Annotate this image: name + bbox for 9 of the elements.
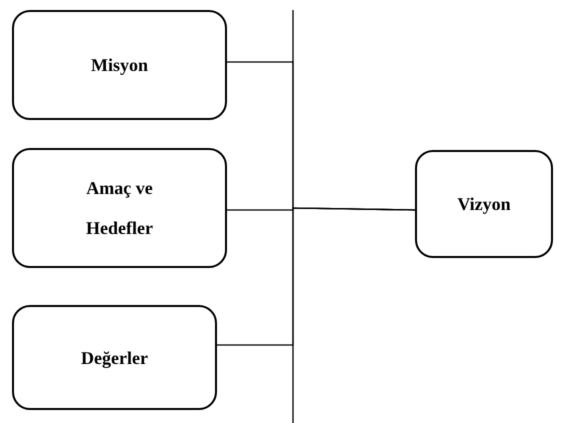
box-label: Vizyon (457, 193, 511, 216)
rounded-box (12, 148, 227, 268)
box-label: Misyon (90, 54, 148, 77)
connector-line (217, 207, 416, 346)
rounded-box (415, 150, 553, 258)
box-label: Amaç ve Hedefler (85, 177, 154, 240)
rounded-box (12, 10, 227, 120)
rounded-box (12, 305, 217, 410)
box-label: Değerler (81, 346, 148, 370)
